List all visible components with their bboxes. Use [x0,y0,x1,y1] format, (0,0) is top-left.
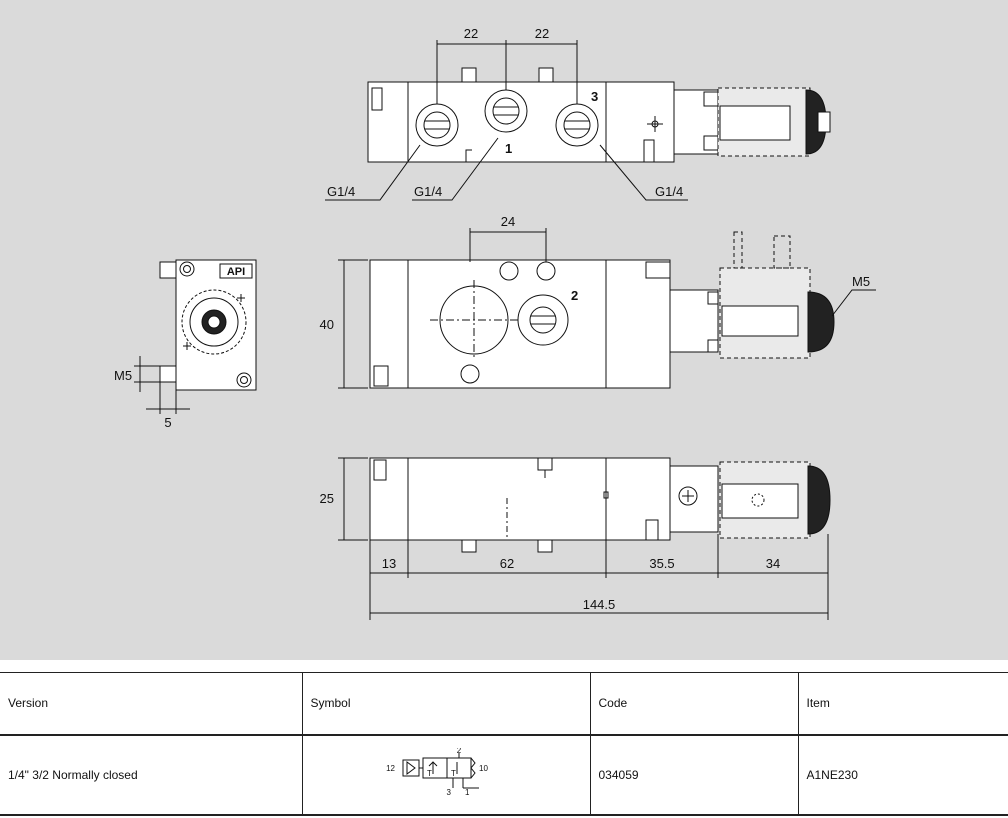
symbol-label-bottom-left: 3 [447,788,452,797]
cell-code: 034059 [589,734,798,815]
symbol-label-right: 10 [479,764,488,773]
cell-version: 1/4" 3/2 Normally closed [8,767,138,782]
dim-len-34: 34 [766,556,780,571]
cell-item: A1NE230 [797,734,1008,815]
dim-len-35-5: 35.5 [649,556,674,571]
dim-top-22-left: 22 [464,26,478,41]
logo-text: API [227,266,245,278]
dim-top-22-right: 22 [535,26,549,41]
label-thread-side-m5: M5 [114,368,132,383]
symbol-label-left: 12 [386,764,395,773]
header-item: Item [797,672,1008,735]
symbol-label-top: 2 [457,748,462,755]
table-header-row: Version Symbol Code Item [0,672,1008,735]
table-row: 1/4" 3/2 Normally closed [0,734,1008,815]
dim-len-62: 62 [500,556,514,571]
label-thread-center: G1/4 [414,184,442,199]
api-logo: API [219,263,253,279]
header-version: Version [8,696,49,711]
technical-drawing: API 22 22 24 40 25 13 62 35.5 34 144.5 5… [0,0,1008,660]
label-port-2: 2 [571,288,578,303]
dim-height-40: 40 [320,317,334,332]
label-thread-right: G1/4 [655,184,683,199]
symbol-label-t-right: T [451,769,456,778]
dim-front-24: 24 [501,214,515,229]
bottom-view [338,457,831,620]
cell-symbol: 12 10 2 3 1 T T [301,734,590,815]
header-symbol: Symbol [301,672,590,735]
front-view [338,228,876,389]
valve-symbol-icon: 12 10 2 3 1 T T [386,746,488,797]
dim-height-25: 25 [320,491,334,506]
label-port-3: 3 [591,89,598,104]
dim-side-5: 5 [164,415,171,430]
bottom-body [369,457,671,541]
valve-drawing-svg: API 22 22 24 40 25 13 62 35.5 34 144.5 5… [114,26,876,620]
symbol-label-t-left: T [427,769,432,778]
label-thread-solenoid-m5: M5 [852,274,870,289]
spec-table: Version Symbol Code Item 1/4" 3/2 Normal… [0,672,1008,818]
dim-len-total: 144.5 [583,597,616,612]
side-view [134,259,257,414]
top-view [325,40,831,201]
symbol-label-bottom-right: 1 [465,788,470,797]
label-thread-left: G1/4 [327,184,355,199]
header-code: Code [589,672,798,735]
dim-len-13: 13 [382,556,396,571]
label-port-1: 1 [505,141,512,156]
